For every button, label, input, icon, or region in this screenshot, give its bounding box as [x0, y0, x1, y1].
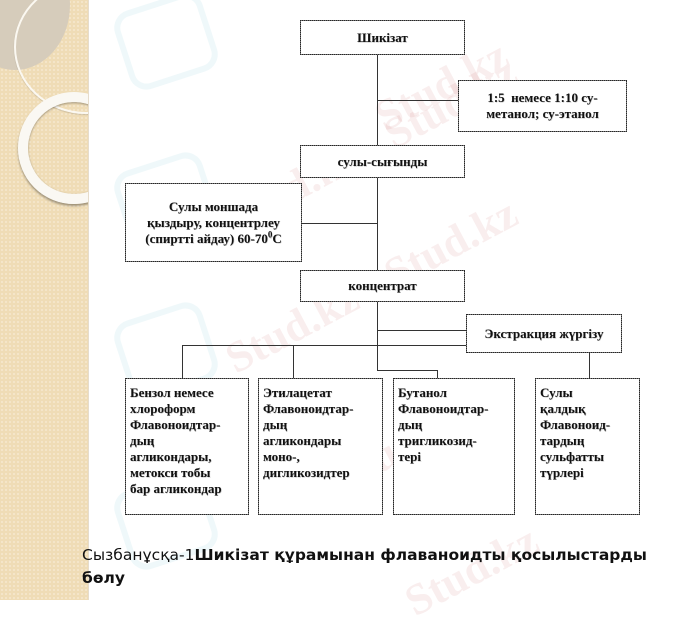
- node-label: Сулы моншада: [168, 198, 259, 214]
- node-label: Флавоноид-: [540, 417, 611, 432]
- node-aqueous-extract: сулы-сығынды: [300, 145, 465, 178]
- node-water-bath-heating: Сулы моншада қыздыру, концентрлеу (спирт…: [125, 183, 302, 262]
- node-label: концентрат: [348, 278, 417, 293]
- node-label: Экстракция жүргізу: [484, 325, 604, 341]
- node-concentrate: концентрат: [300, 270, 465, 302]
- caption-title: Шикізат: [194, 546, 275, 564]
- node-label: тері: [398, 449, 421, 464]
- celsius-unit: C: [272, 230, 282, 246]
- flavonoid-separation-flowchart: Шикізат 1:5 немесе 1:10 су- метанол; су-…: [125, 20, 640, 515]
- temperature-text: (спиртті айдау) 60-70: [145, 230, 268, 246]
- node-label: Флавоноидтар-: [130, 417, 221, 432]
- node-extraction: Экстракция жүргізу: [466, 314, 622, 353]
- node-label: метанол; су-этанол: [486, 106, 599, 121]
- node-fraction-butanol: Бутанол Флавоноидтар- дың тригликозид- т…: [393, 378, 515, 515]
- node-solvent-ratio: 1:5 немесе 1:10 су- метанол; су-этанол: [458, 80, 627, 132]
- node-label: дигликозидтер: [263, 465, 350, 480]
- degree-superscript: 0: [267, 229, 273, 240]
- node-label: тардың: [540, 433, 585, 448]
- node-label: бар агликондар: [130, 481, 222, 496]
- figure-caption: Сызбанұсқа-1Шикізат құрамынан флаваноидт…: [82, 544, 690, 590]
- node-fraction-ethyl-acetate: Этилацетат Флавоноидтар- дың агликондары…: [258, 378, 383, 515]
- node-label: (спиртті айдау) 60-700C: [145, 229, 282, 247]
- node-label: тригликозид-: [398, 433, 477, 448]
- node-label: агликондары,: [130, 449, 212, 464]
- node-label: хлороформ: [130, 401, 196, 416]
- node-label: қыздыру, концентрлеу: [147, 214, 280, 230]
- connector-line: [377, 370, 437, 371]
- decorative-thick-ring: [18, 92, 88, 204]
- connector-line: [377, 330, 466, 331]
- node-label: Бензол немесе: [130, 385, 214, 400]
- node-fraction-aqueous-residue: Сулы қалдық Флавоноид- тардың сульфатты …: [535, 378, 640, 515]
- caption-label: Сызбанұсқа-1: [82, 546, 195, 564]
- decorative-side-panel: [0, 0, 89, 600]
- node-label: 1:5 немесе 1:10 су-: [487, 90, 598, 105]
- node-label: Флавоноидтар-: [263, 401, 354, 416]
- node-label: дың: [130, 433, 155, 448]
- connector-line: [377, 100, 458, 101]
- node-label: Шикізат: [357, 29, 408, 45]
- node-label: қалдық: [540, 401, 586, 416]
- node-label: сульфатты: [540, 449, 605, 464]
- node-label: Флавоноидтар-: [398, 401, 489, 416]
- node-label: дың: [263, 417, 288, 432]
- caption-title: құрамынан флаваноидты қосылыстарды: [274, 546, 647, 564]
- connector-line: [182, 345, 183, 378]
- caption-title: бөлу: [82, 569, 125, 587]
- node-label: моно-,: [263, 449, 300, 464]
- node-label: метокси тобы: [130, 465, 211, 480]
- connector-line: [589, 353, 590, 378]
- node-label: сулы-сығынды: [337, 153, 428, 169]
- connector-line: [377, 302, 378, 370]
- connector-line: [293, 345, 294, 378]
- node-label: дың: [398, 417, 423, 432]
- node-label: Бутанол: [398, 385, 447, 400]
- node-fraction-benzene-chloroform: Бензол немесе хлороформ Флавоноидтар- ды…: [125, 378, 249, 515]
- node-label: агликондары: [263, 433, 342, 448]
- connector-line: [182, 345, 466, 346]
- connector-line: [302, 223, 377, 224]
- connector-line: [377, 178, 378, 270]
- node-label: Этилацетат: [263, 385, 332, 400]
- node-label: Сулы: [540, 385, 573, 400]
- node-label: түрлері: [540, 465, 584, 480]
- connector-line: [437, 370, 438, 378]
- node-raw-material: Шикізат: [300, 20, 465, 55]
